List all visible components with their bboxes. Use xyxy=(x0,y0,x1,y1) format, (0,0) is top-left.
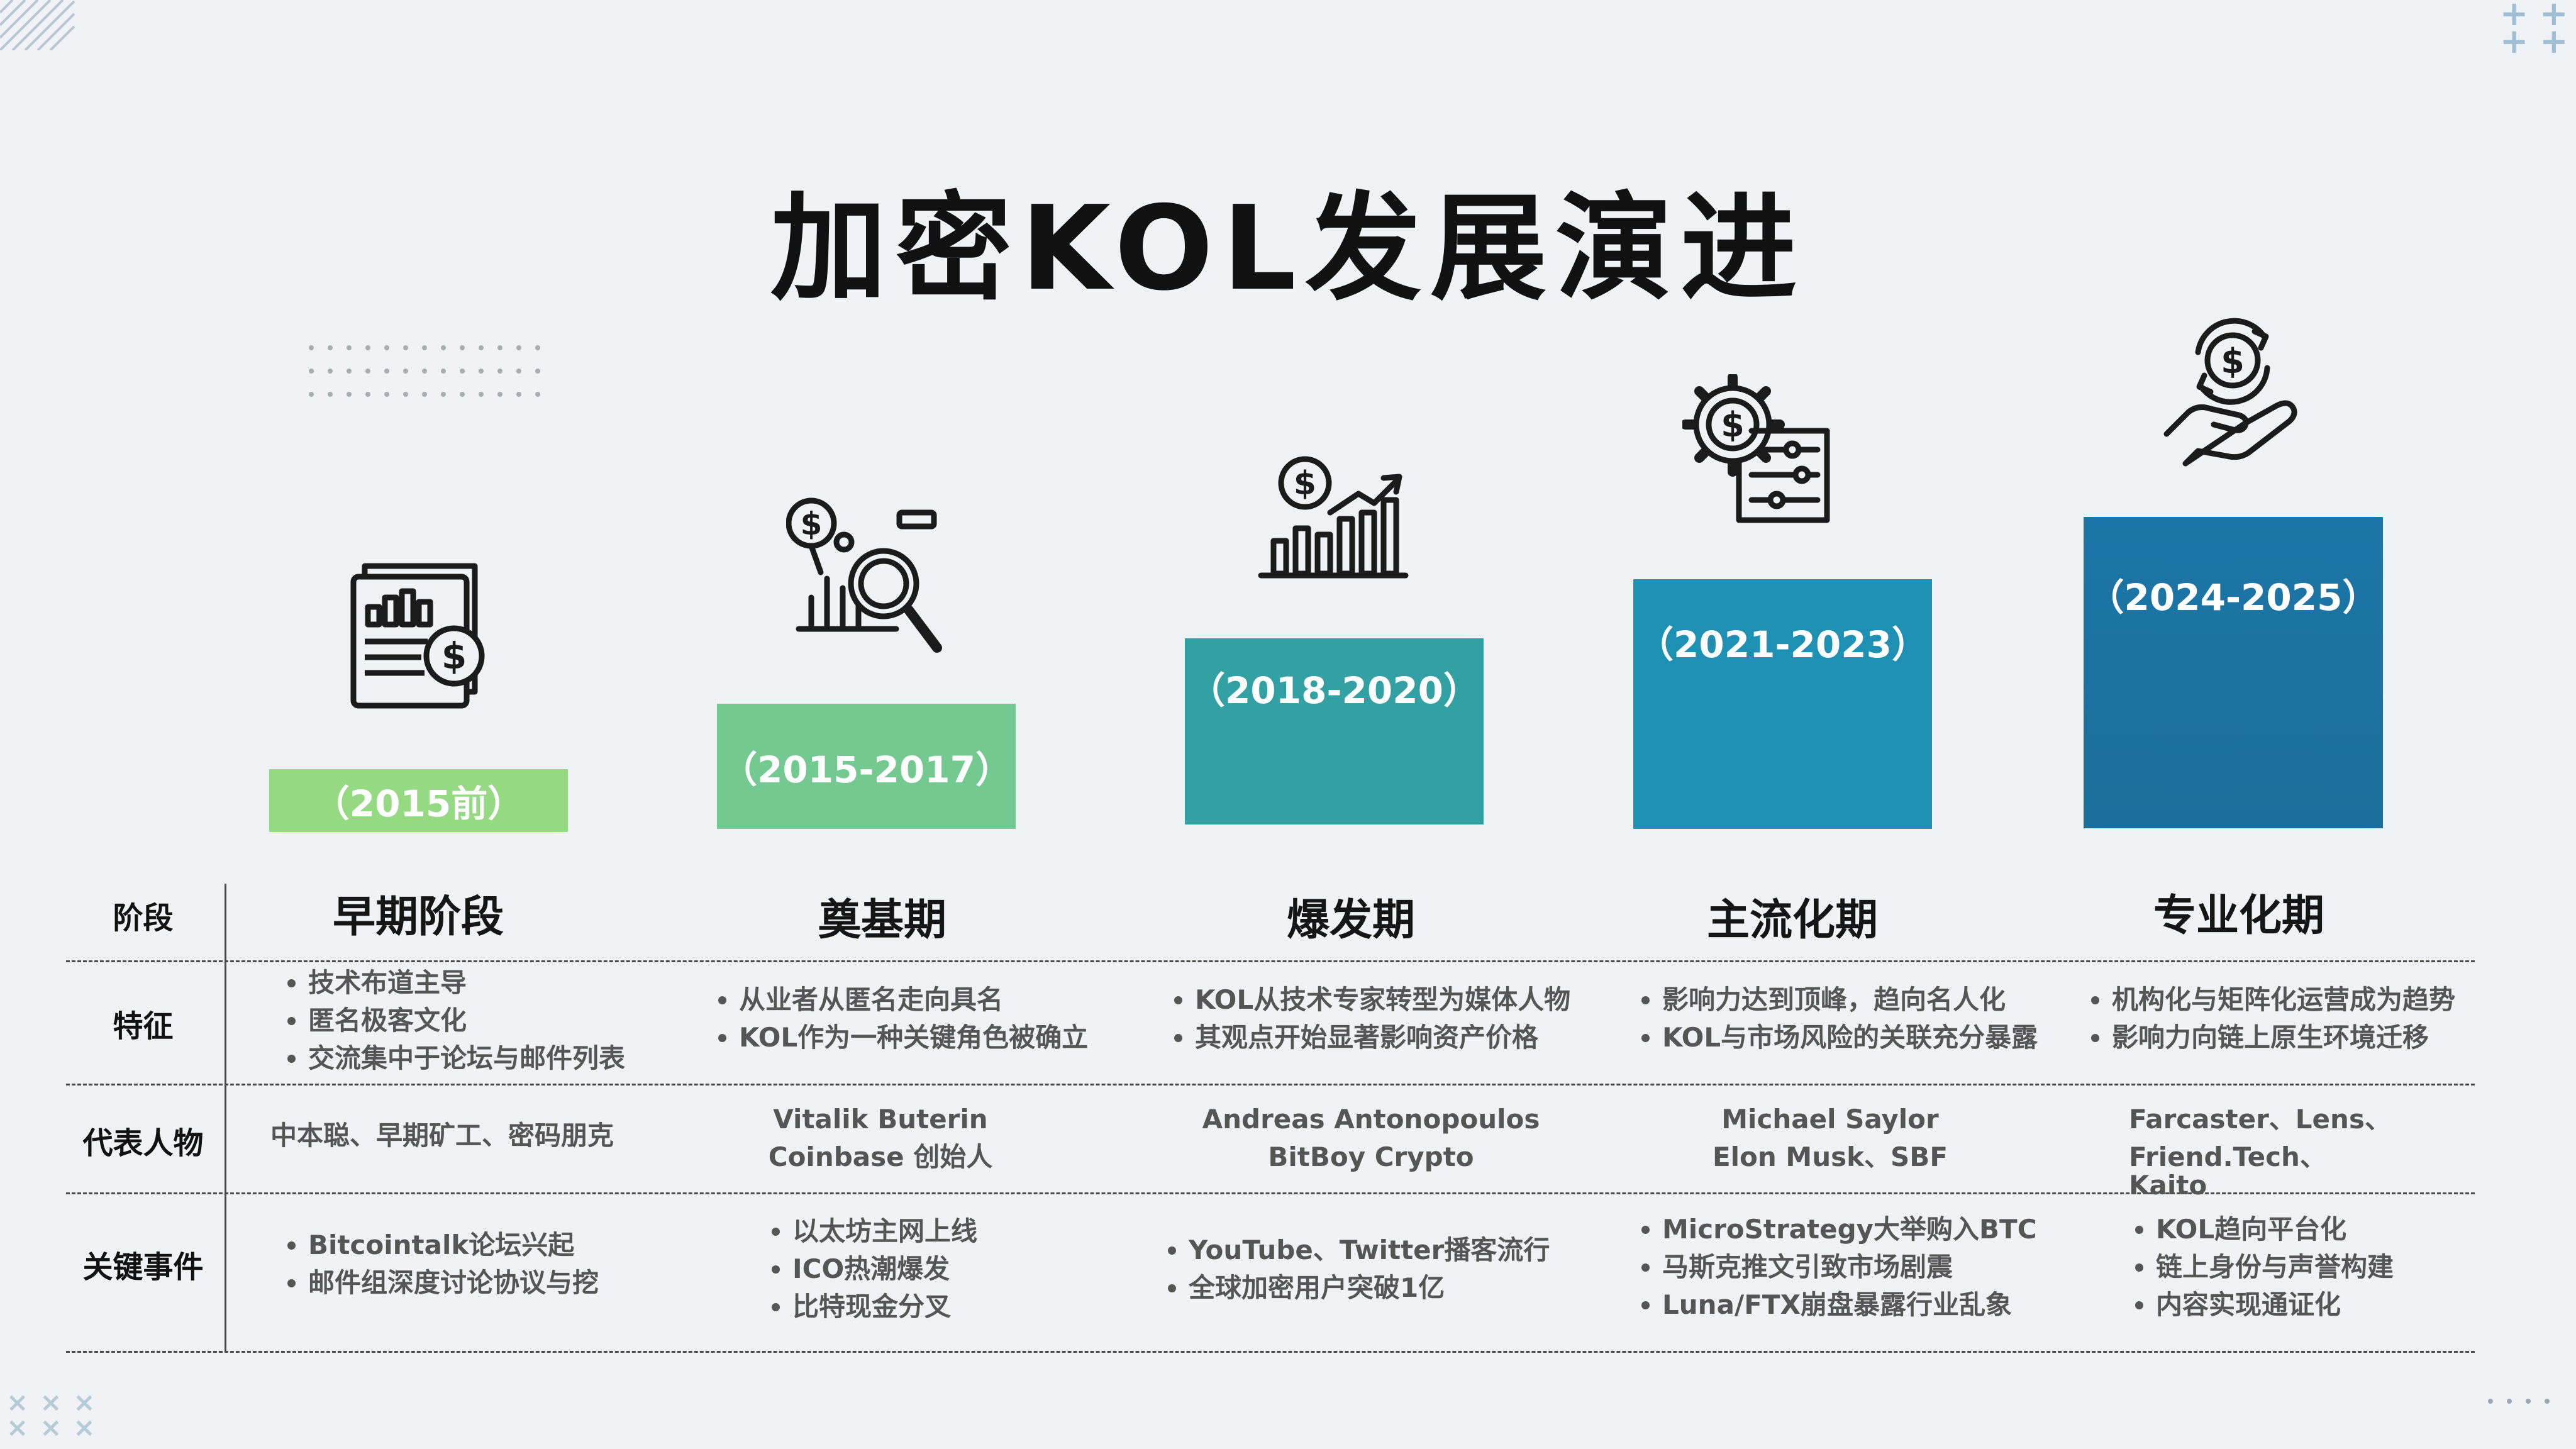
plus-pattern-decoration: ++++++ xyxy=(2500,0,2576,61)
cross-pattern-decoration: ×××××× xyxy=(6,1387,107,1443)
table-divider-1 xyxy=(66,960,2475,962)
stage-name-explosion: 爆发期 xyxy=(1286,896,1415,945)
stage-name-professional: 专业化期 xyxy=(2153,891,2324,941)
list-item: KOL与市场风险的关联充分暴露 xyxy=(1662,1019,2065,1057)
list-item: 影响力向链上原生环境迁移 xyxy=(2112,1019,2527,1057)
person-name: 中本聪、早期矿工、密码朋克 xyxy=(270,1120,614,1151)
table-divider-3 xyxy=(66,1192,2475,1194)
list-item: 匿名极客文化 xyxy=(308,1002,673,1040)
svg-text:$: $ xyxy=(1721,405,1745,445)
features-early: 技术布道主导 匿名极客文化 交流集中于论坛与邮件列表 xyxy=(283,964,673,1077)
list-item: 交流集中于论坛与邮件列表 xyxy=(308,1040,673,1077)
people-professional: Farcaster、Lens、 Friend.Tech、 Kaito xyxy=(2129,1101,2443,1204)
list-item: KOL趋向平台化 xyxy=(2156,1211,2483,1248)
list-item: 影响力达到顶峰，趋向名人化 xyxy=(1662,981,2065,1019)
table-divider-4 xyxy=(66,1351,2475,1353)
list-item: MicroStrategy大举购入BTC xyxy=(1662,1211,2077,1248)
page-title: 加密KOL发展演进 xyxy=(770,180,1806,316)
svg-text:$: $ xyxy=(801,506,823,542)
list-item: 从业者从匿名走向具名 xyxy=(739,981,1141,1019)
people-early: 中本聪、早期矿工、密码朋克 xyxy=(270,1117,673,1155)
svg-text:$: $ xyxy=(1294,465,1316,502)
period-box-foundation: （2015-2017） xyxy=(717,704,1016,829)
row-label-people: 代表人物 xyxy=(82,1126,204,1161)
events-professional: KOL趋向平台化 链上身份与声誉构建 内容实现通证化 xyxy=(2131,1211,2483,1324)
hand-dollar-cycle-icon: $ xyxy=(2160,318,2305,472)
period-box-mainstream: （2021-2023） xyxy=(1633,579,1932,829)
person-name: Elon Musk、SBF xyxy=(1712,1141,1948,1172)
stage-name-mainstream: 主流化期 xyxy=(1706,896,1878,945)
row-label-events: 关键事件 xyxy=(82,1250,204,1285)
row-label-features: 特征 xyxy=(113,1009,174,1044)
events-early: Bitcointalk论坛兴起 邮件组深度讨论协议与挖 xyxy=(283,1226,673,1302)
growth-chart-dollar-icon: $ xyxy=(1258,453,1409,582)
report-document-dollar-icon: $ xyxy=(346,563,491,717)
list-item: 其观点开始显著影响资产价格 xyxy=(1195,1019,1610,1057)
list-item: KOL作为一种关键角色被确立 xyxy=(739,1019,1141,1057)
people-foundation: Vitalik Buterin Coinbase 创始人 xyxy=(717,1101,1044,1176)
list-item: 比特现金分叉 xyxy=(792,1288,1094,1326)
row-label-stage: 阶段 xyxy=(113,901,174,936)
features-professional: 机构化与矩阵化运营成为趋势 影响力向链上原生环境迁移 xyxy=(2087,981,2527,1057)
list-item: YouTube、Twitter播客流行 xyxy=(1189,1231,1604,1269)
period-box-early: （2015前） xyxy=(269,769,568,832)
corner-stripes-decoration xyxy=(0,0,75,50)
person-name: Michael Saylor xyxy=(1721,1104,1939,1135)
features-explosion: KOL从技术专家转型为媒体人物 其观点开始显著影响资产价格 xyxy=(1170,981,1610,1057)
dot-grid-decoration xyxy=(309,345,540,397)
stage-name-foundation: 奠基期 xyxy=(818,896,947,945)
list-item: 邮件组深度讨论协议与挖 xyxy=(308,1264,673,1302)
table-divider-vertical xyxy=(225,884,226,1352)
events-foundation: 以太坊主网上线 ICO热潮爆发 比特现金分叉 xyxy=(767,1213,1094,1326)
svg-text:$: $ xyxy=(2221,341,2245,381)
list-item: 链上身份与声誉构建 xyxy=(2156,1248,2483,1286)
list-item: 技术布道主导 xyxy=(308,964,673,1002)
list-item: Bitcointalk论坛兴起 xyxy=(308,1226,673,1264)
list-item: KOL从技术专家转型为媒体人物 xyxy=(1195,981,1610,1019)
table-divider-2 xyxy=(66,1084,2475,1085)
dot-pattern-decoration xyxy=(2488,1399,2550,1404)
person-name: Kaito xyxy=(2129,1170,2207,1201)
dollar-chart-magnifier-icon: $ xyxy=(786,497,943,657)
list-item: 以太坊主网上线 xyxy=(792,1213,1094,1250)
list-item: 机构化与矩阵化运营成为趋势 xyxy=(2112,981,2527,1019)
period-box-professional: （2024-2025） xyxy=(2084,517,2383,828)
features-foundation: 从业者从匿名走向具名 KOL作为一种关键角色被确立 xyxy=(714,981,1141,1057)
svg-text:$: $ xyxy=(441,635,467,677)
list-item: 全球加密用户突破1亿 xyxy=(1189,1269,1604,1307)
person-name: Coinbase 创始人 xyxy=(768,1141,993,1172)
features-mainstream: 影响力达到顶峰，趋向名人化 KOL与市场风险的关联充分暴露 xyxy=(1637,981,2065,1057)
list-item: Luna/FTX崩盘暴露行业乱象 xyxy=(1662,1286,2077,1324)
people-explosion: Andreas Antonopoulos BitBoy Crypto xyxy=(1182,1101,1560,1176)
list-item: 马斯克推文引致市场剧震 xyxy=(1662,1248,2077,1286)
list-item: 内容实现通证化 xyxy=(2156,1286,2483,1324)
dollar-gear-settings-icon: $ xyxy=(1682,374,1833,525)
stage-name-early: 早期阶段 xyxy=(332,892,504,942)
list-item: ICO热潮爆发 xyxy=(792,1250,1094,1288)
person-name: Farcaster、Lens、 xyxy=(2129,1104,2391,1135)
person-name: Vitalik Buterin xyxy=(773,1104,988,1135)
person-name: Andreas Antonopoulos xyxy=(1202,1104,1540,1135)
events-explosion: YouTube、Twitter播客流行 全球加密用户突破1亿 xyxy=(1163,1231,1604,1307)
people-mainstream: Michael Saylor Elon Musk、SBF xyxy=(1667,1101,1994,1176)
person-name: BitBoy Crypto xyxy=(1268,1141,1474,1172)
person-name: Friend.Tech、 xyxy=(2129,1141,2326,1172)
period-box-explosion: （2018-2020） xyxy=(1185,638,1484,824)
events-mainstream: MicroStrategy大举购入BTC 马斯克推文引致市场剧震 Luna/FT… xyxy=(1637,1211,2077,1324)
